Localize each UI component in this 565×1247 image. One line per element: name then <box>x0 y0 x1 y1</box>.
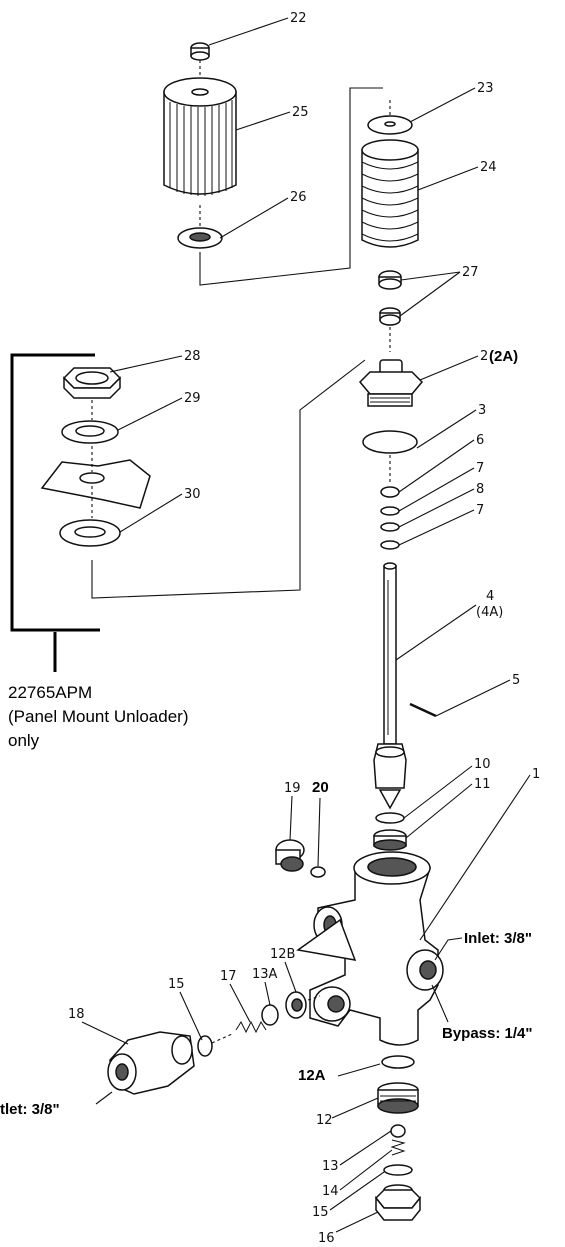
callout-27: 27 <box>462 265 479 280</box>
callout-10: 10 <box>474 757 491 772</box>
part-13a-ball <box>261 1004 279 1026</box>
part-28-hex-nut <box>62 367 122 399</box>
part-14-spring <box>390 1139 406 1156</box>
part-20-ring <box>310 866 326 878</box>
part-1-valve-body <box>296 851 444 1046</box>
part-16-hex-plug <box>374 1184 422 1221</box>
callout-24: 24 <box>480 160 497 175</box>
part-18-fitting <box>107 1031 195 1095</box>
part-3-o-ring <box>362 430 418 454</box>
callout-2: 2 <box>480 349 488 364</box>
callout-17: 17 <box>220 969 237 984</box>
inlet-port-label: Inlet: 3/8" <box>464 930 532 947</box>
callout-13a: 13A <box>252 967 278 982</box>
panel-mount-description: (Panel Mount Unloader) <box>8 707 188 726</box>
part-15-o-ring-left <box>197 1035 213 1057</box>
part-30-washer <box>59 519 121 547</box>
callout-1: 1 <box>532 767 540 782</box>
callout-13: 13 <box>322 1159 339 1174</box>
part-19-cap <box>275 839 305 872</box>
part-13-ball <box>390 1124 406 1138</box>
part-6-seat <box>380 486 400 498</box>
callout-15-lower: 15 <box>312 1205 329 1220</box>
callout-12b: 12B <box>270 947 295 962</box>
callout-8: 8 <box>476 482 484 497</box>
callout-6: 6 <box>476 433 484 448</box>
part-24-spring <box>361 139 419 248</box>
part-17-spring <box>235 1020 267 1034</box>
callout-20: 20 <box>312 779 329 796</box>
callout-12: 12 <box>316 1113 333 1128</box>
callout-19: 19 <box>284 781 301 796</box>
panel-mount-part-number: 22765APM <box>8 683 92 702</box>
callout-30: 30 <box>184 487 201 502</box>
part-2-cap <box>358 359 424 407</box>
bypass-port-label: Bypass: 1/4" <box>442 1025 533 1042</box>
part-25-knob <box>163 77 237 196</box>
callout-22: 22 <box>290 11 307 26</box>
part-12b-seat <box>285 991 307 1019</box>
callout-11: 11 <box>474 777 491 792</box>
callout-23: 23 <box>477 81 494 96</box>
part-12a-o-ring <box>381 1055 415 1069</box>
part-7-ring-upper <box>380 506 400 516</box>
part-11-seat <box>373 829 407 851</box>
part-12-plug <box>377 1082 419 1114</box>
callout-18: 18 <box>68 1007 85 1022</box>
part-10-seal <box>375 812 405 824</box>
part-4-piston-rod <box>373 562 407 810</box>
part-27-nut-upper <box>378 270 402 290</box>
callout-12a: 12A <box>298 1067 326 1084</box>
callout-4: 4 <box>486 589 494 604</box>
callout-7-upper: 7 <box>476 461 484 476</box>
callout-5: 5 <box>512 673 520 688</box>
part-15-o-ring-lower <box>383 1164 413 1176</box>
part-22-nut <box>190 42 210 61</box>
callout-26: 26 <box>290 190 307 205</box>
callout-2a: (2A) <box>489 348 518 365</box>
callout-15-left: 15 <box>168 977 185 992</box>
callout-7-lower: 7 <box>476 503 484 518</box>
callout-25: 25 <box>292 105 309 120</box>
part-27-nut-lower <box>379 307 401 326</box>
part-8-ring <box>380 522 400 532</box>
part-29-washer <box>61 420 119 444</box>
part-5-pin <box>409 702 437 718</box>
callout-3: 3 <box>478 403 486 418</box>
panel-mount-note: only <box>8 731 40 750</box>
callout-29: 29 <box>184 391 201 406</box>
outlet-port-label: tlet: 3/8" <box>0 1101 60 1118</box>
panel-mount-bracket <box>10 353 100 632</box>
callout-28: 28 <box>184 349 201 364</box>
part-26-washer <box>177 227 223 249</box>
callout-14: 14 <box>322 1184 339 1199</box>
panel-plate <box>40 459 151 509</box>
part-7-ring-lower <box>380 540 400 550</box>
part-23-washer <box>367 115 413 135</box>
callout-4a: (4A) <box>476 605 503 620</box>
callout-16: 16 <box>318 1231 335 1246</box>
